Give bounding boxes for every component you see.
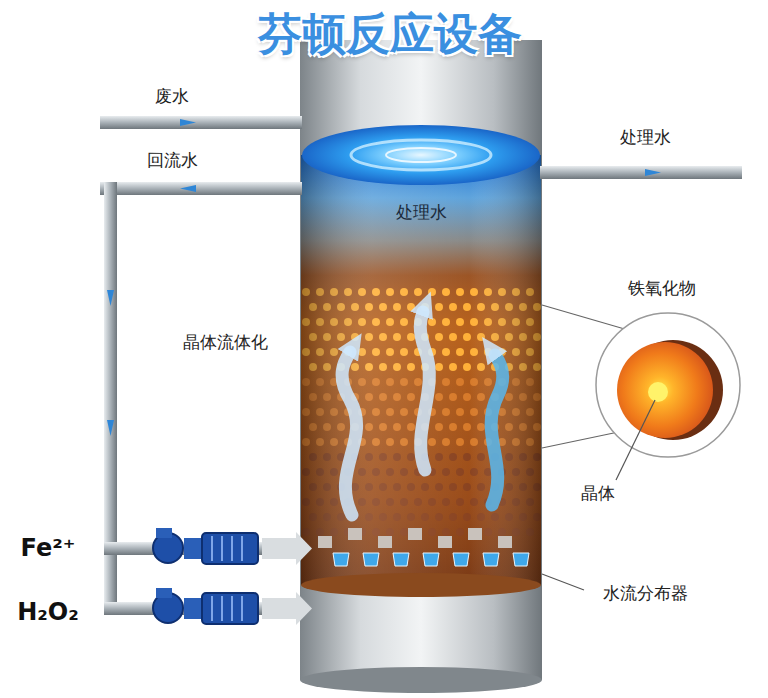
distributor-block bbox=[378, 536, 392, 548]
distributor-block bbox=[438, 536, 452, 548]
pipe-label: 处理水 bbox=[620, 127, 671, 147]
callout-label: 水流分布器 bbox=[603, 583, 688, 603]
distributor-nozzle bbox=[453, 553, 469, 566]
distributor-nozzle bbox=[423, 553, 439, 566]
reagent-label: Fe²⁺ bbox=[21, 534, 76, 563]
pipe-label: 废水 bbox=[155, 86, 189, 106]
distributor-block bbox=[348, 528, 362, 540]
reagent-label: H₂O₂ bbox=[17, 598, 79, 627]
distributor-block bbox=[408, 528, 422, 540]
distributor-nozzle bbox=[513, 553, 529, 566]
node-label: 处理水 bbox=[396, 202, 447, 222]
callout-label: 铁氧化物 bbox=[628, 278, 696, 298]
distributor-block bbox=[318, 536, 332, 548]
distributor-nozzle bbox=[363, 553, 379, 566]
callout-label: 晶体 bbox=[581, 483, 615, 503]
title: 芬顿反应设备 bbox=[258, 8, 522, 61]
distributor-nozzle bbox=[333, 553, 349, 566]
reactor-vessel: 处理水 bbox=[300, 40, 542, 680]
distributor-block bbox=[468, 528, 482, 540]
zone-label: 晶体流体化 bbox=[183, 332, 268, 352]
distributor-nozzle bbox=[393, 553, 409, 566]
pipe-label: 回流水 bbox=[147, 150, 198, 170]
distributor-block bbox=[498, 536, 512, 548]
distributor-nozzle bbox=[483, 553, 499, 566]
